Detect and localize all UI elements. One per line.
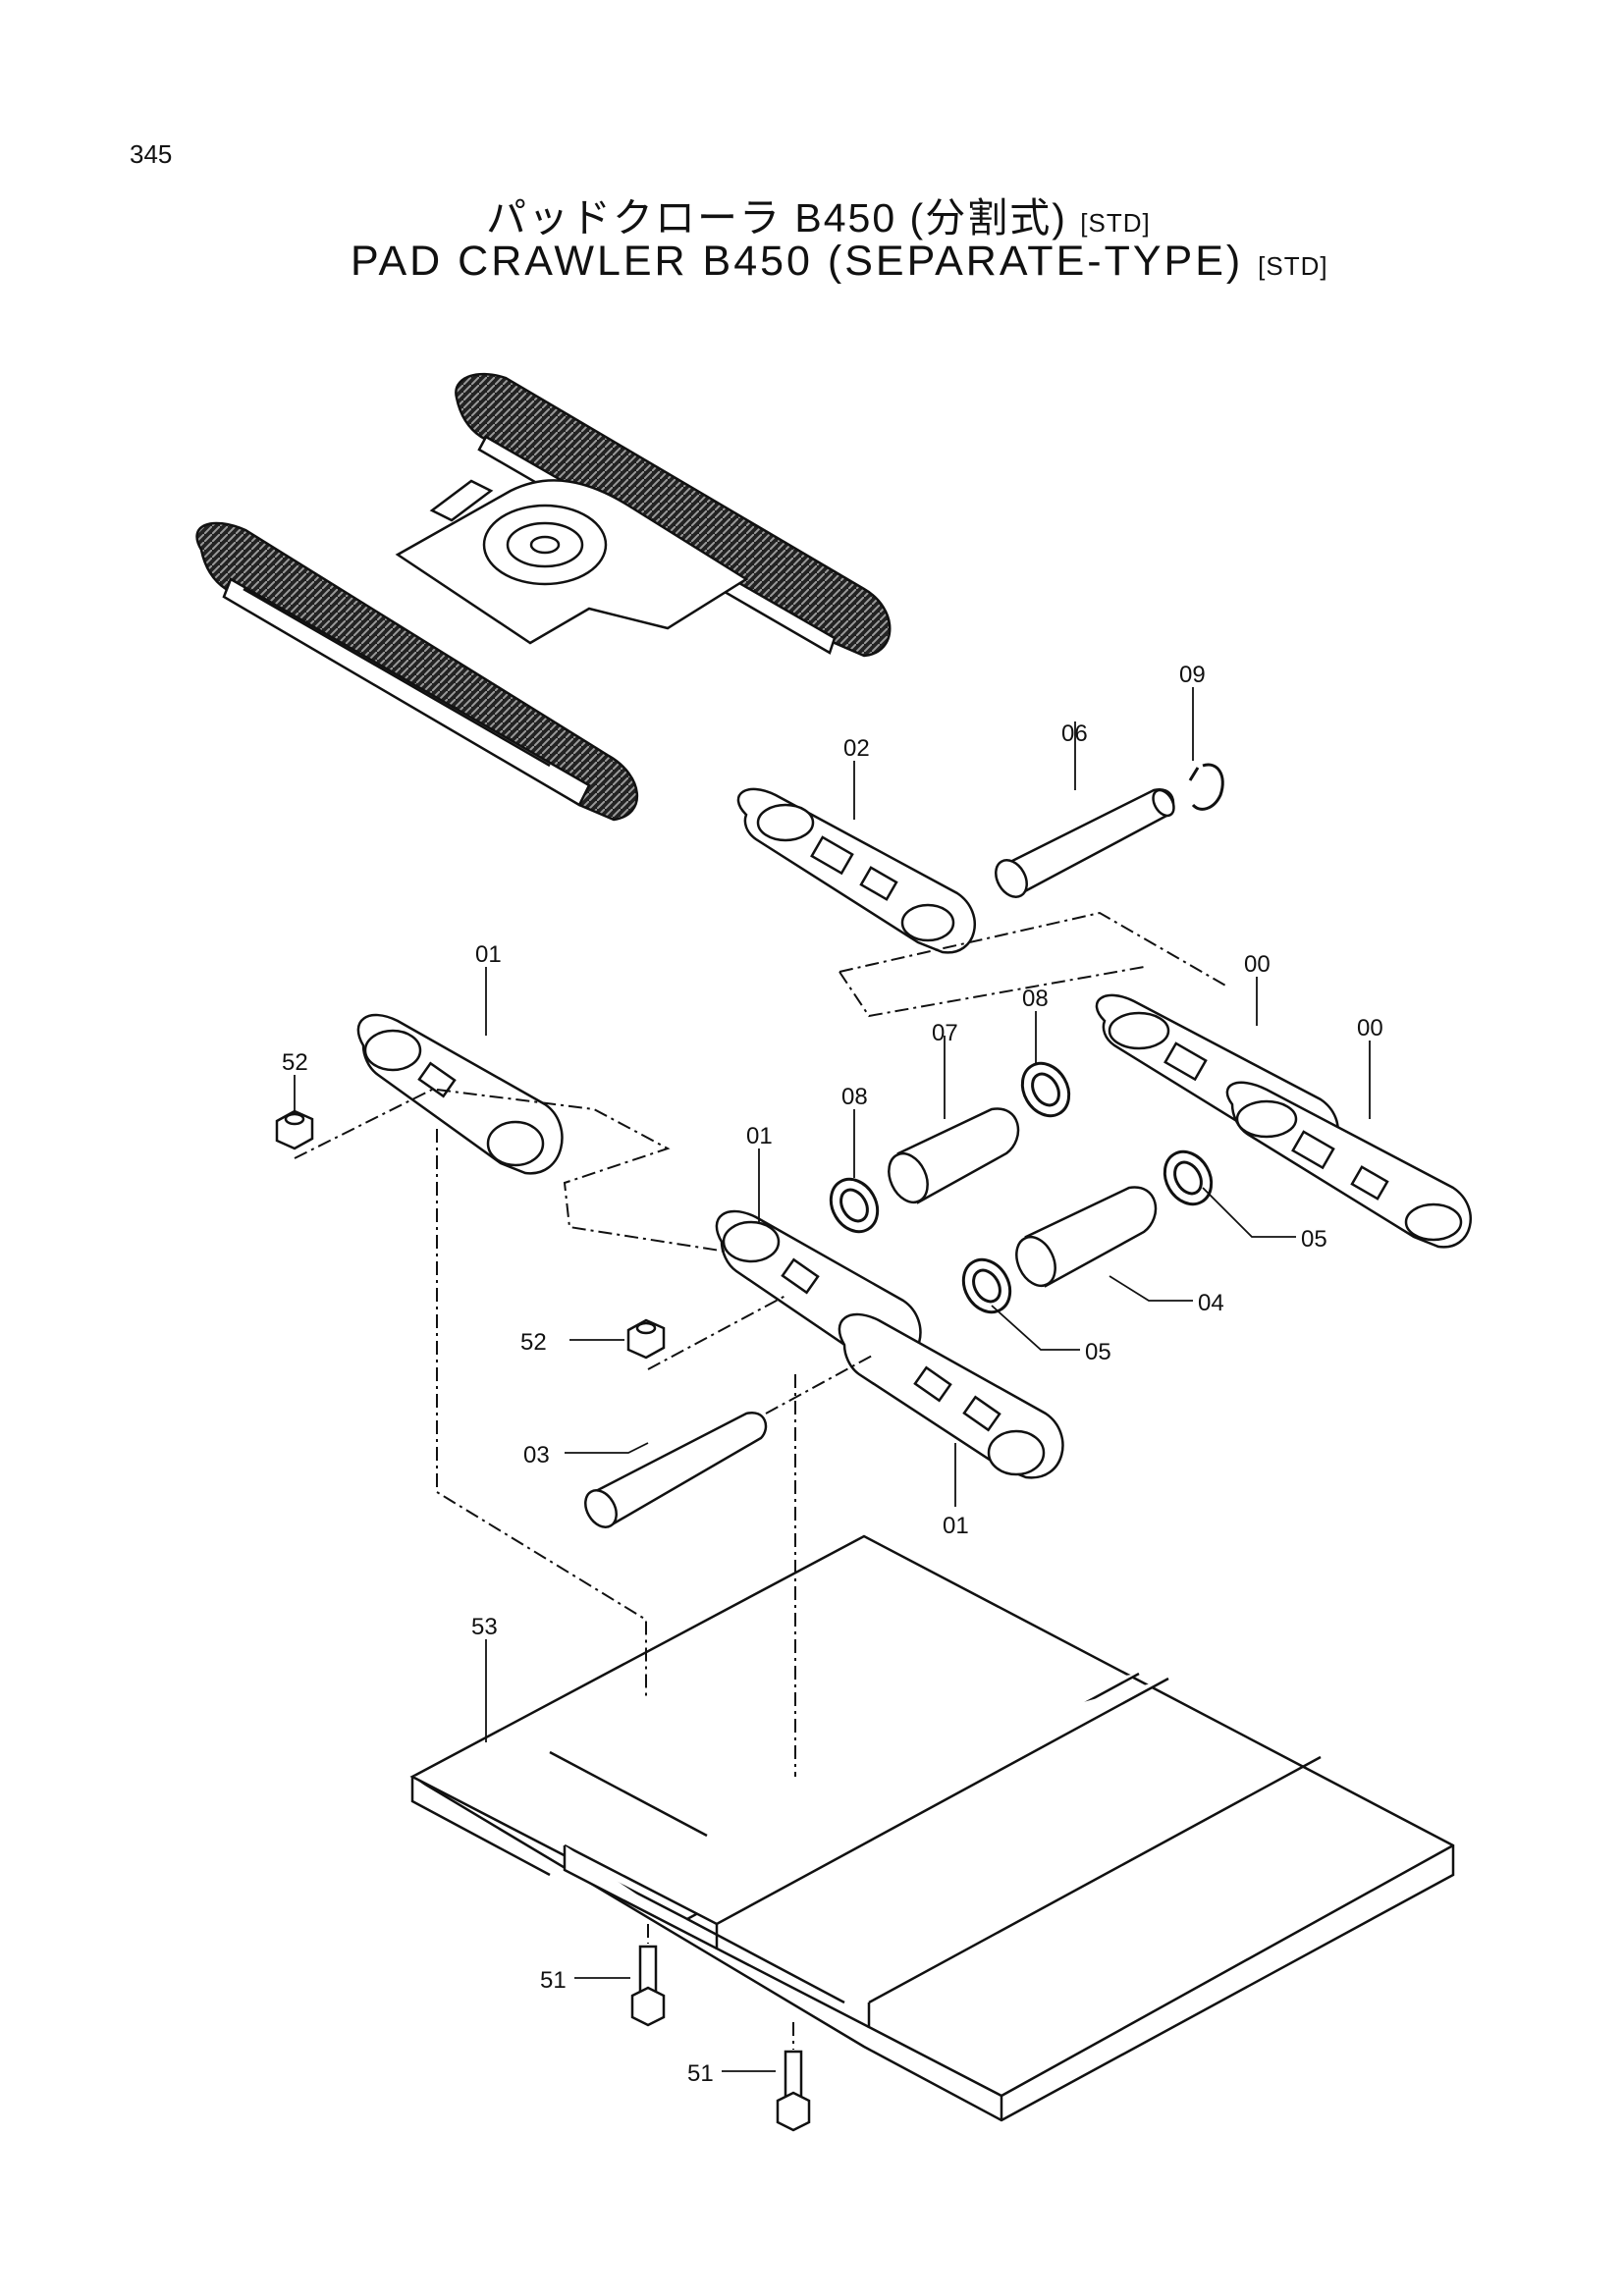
seal-08-lower — [829, 1177, 880, 1234]
pin-03 — [584, 1411, 768, 1528]
callout-08-lower: 08 — [841, 1084, 868, 1110]
nut-52-center — [626, 1318, 666, 1360]
callout-51-upper: 51 — [540, 1967, 567, 1994]
link-02 — [736, 787, 976, 954]
callout-07: 07 — [932, 1020, 958, 1046]
callout-03: 03 — [523, 1442, 550, 1468]
title-jp-text: パッドクローラ B450 (分割式) — [486, 195, 1067, 240]
seal-08-upper — [1020, 1061, 1071, 1118]
link-01-center-lower — [838, 1312, 1064, 1479]
callout-01-left: 01 — [475, 941, 502, 968]
link-00-lower — [1225, 1081, 1472, 1249]
left-track-frame — [222, 577, 591, 807]
link-01-left — [356, 1013, 564, 1175]
callout-02: 02 — [843, 735, 870, 762]
page-number: 345 — [130, 139, 173, 169]
title-en-std-tag: [STD] — [1258, 251, 1328, 281]
snap-ring-09 — [1188, 763, 1224, 811]
bolt-51-lower — [776, 2050, 811, 2132]
bushing-04 — [1015, 1186, 1158, 1288]
track-pad-assembly-53 — [409, 1534, 1455, 2122]
callout-04: 04 — [1198, 1290, 1224, 1316]
callout-01-bottom: 01 — [943, 1513, 969, 1539]
callout-labels: 09 02 06 01 00 08 00 52 07 08 01 05 04 5… — [282, 662, 1383, 2087]
callout-06: 06 — [1061, 721, 1088, 747]
callout-01-center: 01 — [746, 1123, 773, 1149]
callout-00-upper: 00 — [1244, 951, 1271, 978]
seal-05-lower — [961, 1257, 1012, 1314]
bolt-51-upper — [630, 1945, 666, 2027]
pin-06 — [995, 787, 1175, 898]
callout-52-center: 52 — [520, 1329, 547, 1356]
callout-00-lower: 00 — [1357, 1015, 1383, 1041]
callout-leaders — [294, 687, 1371, 2072]
left-track-belt — [195, 521, 639, 822]
right-track-belt — [455, 372, 892, 658]
title-jp-std-tag: [STD] — [1080, 208, 1151, 238]
callout-53: 53 — [471, 1614, 498, 1640]
title-en-text: PAD CRAWLER B450 (SEPARATE-TYPE) — [351, 238, 1244, 285]
callout-09: 09 — [1179, 662, 1206, 688]
nut-52-left — [275, 1109, 314, 1150]
seal-05-upper — [1163, 1149, 1214, 1206]
callout-52-left: 52 — [282, 1049, 308, 1076]
bushing-07 — [888, 1107, 1020, 1204]
callout-05-lower: 05 — [1085, 1339, 1111, 1365]
page-title-english: PAD CRAWLER B450 (SEPARATE-TYPE) [STD] — [351, 238, 1328, 286]
undercarriage-overview — [195, 372, 892, 822]
page-title-japanese: パッドクローラ B450 (分割式) [STD] — [486, 185, 1151, 243]
callout-08-upper: 08 — [1022, 986, 1049, 1012]
alignment-lines — [294, 911, 1228, 2050]
callout-05-right: 05 — [1301, 1226, 1327, 1253]
callout-51-lower: 51 — [687, 2060, 714, 2087]
